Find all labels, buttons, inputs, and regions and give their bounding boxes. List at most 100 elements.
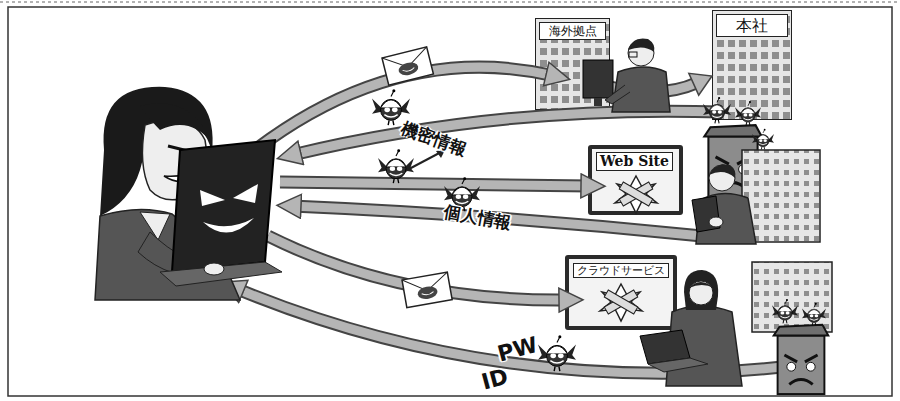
breach-burst [600, 284, 642, 321]
attacker-figure [95, 87, 282, 300]
banner-label: 機密情報 [398, 117, 470, 162]
dashed-border [0, 2, 900, 3]
spear-tip [436, 150, 445, 158]
infected-box [774, 325, 829, 394]
laptop-base [160, 262, 282, 286]
website-screen: Web Site [588, 145, 683, 215]
attack-arrows [235, 67, 792, 373]
website-victim [692, 150, 820, 244]
attacker-bangs [140, 104, 211, 142]
burst-shape [600, 284, 642, 321]
branch-building: 海外拠点 [535, 18, 610, 110]
victim-head [689, 281, 713, 305]
worker-body [612, 67, 670, 112]
laptop-base [648, 358, 708, 372]
bandage [619, 182, 652, 206]
payload-grin [403, 67, 415, 72]
arrow-outline [268, 236, 568, 300]
victim-body [666, 306, 742, 386]
bandage [604, 290, 637, 314]
banner-label: ID [479, 364, 511, 395]
tablet [692, 196, 720, 232]
laptop-screen [172, 140, 275, 272]
office-building [742, 150, 820, 242]
cloud-victim [640, 262, 832, 394]
attacker-hair [100, 87, 213, 216]
malware-bot [772, 299, 798, 323]
payload-grin [422, 292, 434, 296]
worker-glasses [629, 52, 637, 57]
screen-title: Web Site [596, 152, 673, 171]
arrow-to-branch [255, 67, 555, 150]
malware-bot [703, 97, 731, 123]
outer-frame [8, 7, 892, 396]
bandage [604, 290, 637, 314]
arrow-outline [255, 67, 555, 150]
screen-evil-eye [200, 190, 225, 206]
arrow-outline [610, 83, 697, 92]
branch-worker [583, 38, 670, 112]
victim-hair [684, 270, 718, 310]
attacker-suit [95, 209, 240, 300]
burst-shape [615, 176, 657, 213]
mail-envelope [382, 47, 433, 85]
cloud-service-screen: クラウドサービス [565, 255, 677, 330]
arrow-outline [292, 111, 722, 155]
arrow-credential-return [235, 288, 792, 373]
laptop [640, 330, 690, 364]
breach-burst [615, 176, 657, 213]
malware-bot [802, 303, 826, 326]
screen-title: クラウドサービス [573, 263, 669, 278]
malware-bot [735, 101, 761, 125]
malware-bot [752, 129, 774, 150]
arrow-personal-return [292, 206, 702, 236]
envelope-flap [382, 47, 430, 73]
arrow-to-website [280, 182, 590, 186]
malware-bot [372, 89, 410, 125]
envelope-flap [402, 272, 450, 295]
screen-evil-grin [203, 218, 254, 233]
envelope-payload [417, 285, 439, 300]
malware-bot [444, 177, 480, 211]
screen-evil-eye [233, 184, 258, 203]
attacker-grin [164, 168, 202, 181]
banner-label: PW [495, 332, 540, 367]
spear-bot [378, 149, 445, 183]
envelope-payload [397, 61, 419, 77]
worker-hair [628, 38, 654, 52]
attacker-hand [204, 263, 224, 275]
envelope-body [382, 47, 433, 85]
victim-hand [709, 217, 723, 227]
victim-head [709, 165, 735, 191]
building-sign: 本社 [716, 14, 788, 37]
attacker-collar [140, 212, 170, 240]
worker-head [628, 40, 654, 66]
victim-body [696, 193, 756, 244]
worker-arm [605, 85, 630, 104]
arrow-to-cloud [268, 236, 568, 300]
arrow-head [689, 73, 712, 95]
attacker-face [142, 120, 206, 200]
arrow-outline [235, 288, 792, 373]
infected-box [704, 125, 761, 198]
malware-bot [538, 335, 576, 371]
monitor-stand [594, 98, 602, 106]
attack-arrow [610, 73, 712, 95]
arrow-outline [292, 206, 702, 236]
building-sign: 海外拠点 [539, 22, 606, 40]
office-building [752, 262, 832, 332]
malware-bot [378, 149, 414, 183]
banner-label: 個人情報 [442, 200, 513, 234]
attacker-eye [168, 146, 192, 152]
arrow-secret-return [292, 111, 722, 155]
envelope-body [402, 272, 452, 308]
victim-hair [709, 164, 735, 178]
headquarters-building: 本社 [712, 10, 792, 120]
victim-bangs [689, 282, 714, 288]
hq-infection [703, 97, 774, 198]
monitor [583, 60, 613, 98]
arrow-shaft [610, 83, 697, 92]
mail-envelope [402, 272, 452, 308]
